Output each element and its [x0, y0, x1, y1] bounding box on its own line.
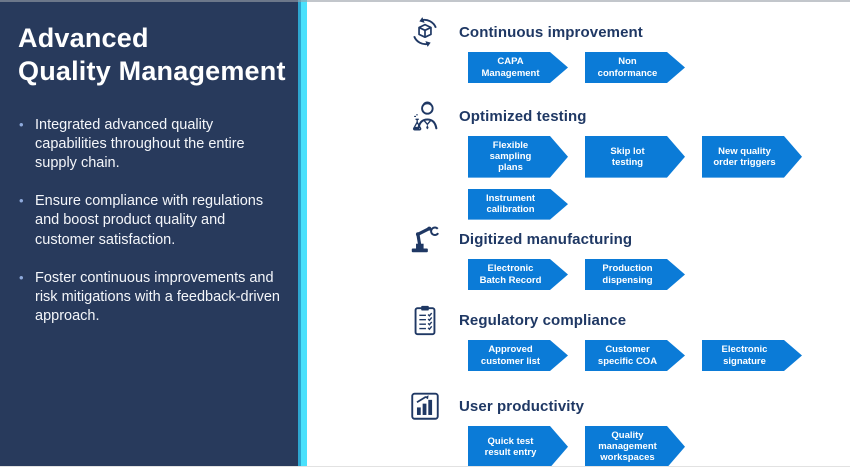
feature-arrow: CAPA Management	[468, 52, 568, 83]
feature-arrow: Quick test result entry	[468, 426, 568, 467]
feature-arrows: Quick test result entry Quality manageme…	[468, 426, 806, 467]
section-header: Optimized testing	[408, 99, 806, 133]
section-optimized-testing: Optimized testing Flexible sampling plan…	[408, 99, 806, 220]
feature-arrow: Flexible sampling plans	[468, 136, 568, 178]
section-title: Optimized testing	[459, 107, 587, 125]
section-header: Continuous improvement	[408, 15, 806, 49]
window-top-border	[0, 0, 850, 2]
feature-arrow-label: Approved customer list	[480, 344, 541, 367]
section-digitized-manufacturing: Digitized manufacturing Electronic Batch…	[408, 222, 806, 290]
feature-arrow: Approved customer list	[468, 340, 568, 371]
bullet-item: Ensure compliance with regulations and b…	[18, 192, 282, 249]
section-header: Regulatory compliance	[408, 303, 806, 337]
feature-arrow: New quality order triggers	[702, 136, 802, 178]
cycle-box-icon	[408, 15, 442, 49]
feature-arrows: Electronic Batch Record Production dispe…	[468, 259, 806, 290]
bullet-item: Foster continuous improvements and risk …	[18, 269, 282, 326]
section-title: Continuous improvement	[459, 23, 643, 41]
feature-arrow: Quality management workspaces	[585, 426, 685, 467]
feature-arrows: Approved customer list Customer specific…	[468, 340, 806, 371]
feature-arrow: Non conformance	[585, 52, 685, 83]
feature-arrow-label: Electronic Batch Record	[479, 263, 542, 286]
section-header: Digitized manufacturing	[408, 222, 806, 256]
section-title: Digitized manufacturing	[459, 230, 633, 248]
feature-arrow: Customer specific COA	[585, 340, 685, 371]
section-regulatory-compliance: Regulatory compliance Approved customer …	[408, 303, 806, 371]
feature-arrow-label: New quality order triggers	[713, 145, 776, 168]
feature-arrow-label: Quick test result entry	[484, 435, 537, 458]
page-title-line2: Quality Management	[18, 55, 286, 86]
feature-arrow: Electronic signature	[702, 340, 802, 371]
feature-arrow: Skip lot testing	[585, 136, 685, 178]
feature-arrow-label: Instrument calibration	[485, 192, 536, 216]
section-continuous-improvement: Continuous improvement CAPA Management N…	[408, 15, 806, 83]
feature-arrow-label: Electronic signature	[721, 344, 768, 367]
page-title-line1: Advanced	[18, 23, 149, 53]
feature-arrow-label: CAPA Management	[481, 56, 540, 79]
feature-arrows: CAPA Management Non conformance	[468, 52, 806, 83]
scientist-icon	[408, 99, 442, 133]
feature-arrow: Production dispensing	[585, 259, 685, 290]
feature-arrow: Electronic Batch Record	[468, 259, 568, 290]
title-panel: Advanced Quality Management Integrated a…	[0, 0, 298, 467]
feature-arrows: Flexible sampling plans Skip lot testing…	[468, 136, 806, 220]
feature-arrow: Instrument calibration	[468, 189, 568, 220]
section-header: User productivity	[408, 389, 806, 423]
clipboard-checklist-icon	[408, 303, 442, 337]
robot-arm-icon	[408, 222, 442, 256]
bar-chart-icon	[408, 389, 442, 423]
feature-arrow-label: Flexible sampling plans	[489, 140, 532, 174]
section-user-productivity: User productivity Quick test result entr…	[408, 389, 806, 467]
accent-stripe	[298, 0, 307, 467]
page-title: Advanced Quality Management	[18, 22, 286, 88]
feature-arrow-label: Production dispensing	[602, 263, 653, 286]
feature-arrow-label: Quality management workspaces	[598, 430, 657, 464]
feature-arrow-label: Skip lot testing	[610, 145, 645, 168]
bullet-item: Integrated advanced quality capabilities…	[18, 116, 282, 173]
feature-arrow-label: Customer specific COA	[597, 344, 658, 367]
section-title: User productivity	[459, 397, 585, 415]
section-title: Regulatory compliance	[459, 311, 627, 329]
bullet-list: Integrated advanced quality capabilities…	[18, 116, 282, 326]
feature-arrow-label: Non conformance	[597, 56, 658, 79]
